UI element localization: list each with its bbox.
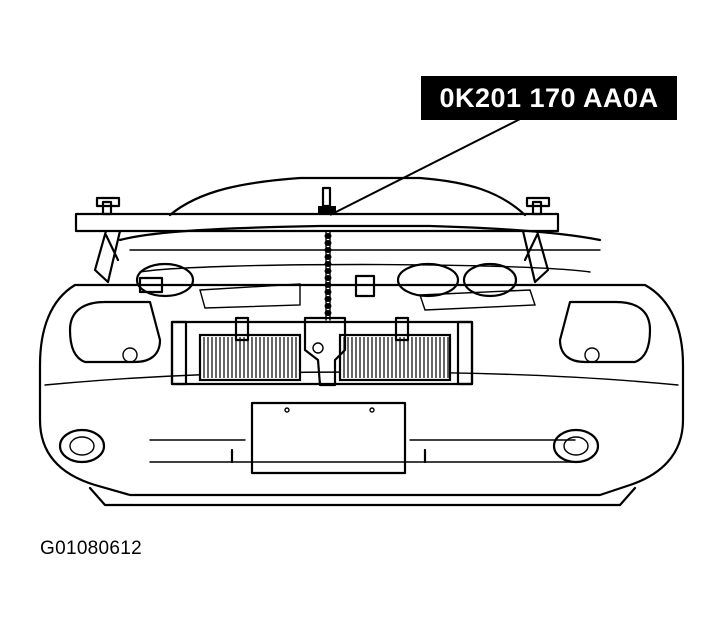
side-post-left	[170, 320, 188, 386]
left-support-leg	[93, 229, 122, 284]
chain-link	[324, 296, 332, 302]
lower-valance	[88, 486, 637, 507]
right-fog-light-inner	[563, 436, 589, 456]
hook-bolt-head	[321, 186, 332, 208]
chain-link	[324, 310, 332, 316]
right-headlight	[558, 300, 652, 364]
hood-latch	[303, 316, 347, 387]
windshield-outline	[168, 176, 527, 217]
radiator-fins	[203, 337, 449, 378]
reservoir-right	[462, 262, 518, 298]
reservoir-cap	[138, 276, 164, 294]
engine-bay-outline	[129, 249, 601, 273]
support-bar	[74, 212, 560, 233]
figure-id: G01080612	[40, 538, 143, 559]
plate-bolt-left	[284, 407, 290, 413]
callout-leader	[329, 113, 531, 216]
chain-link	[324, 275, 332, 281]
chain-link	[324, 240, 332, 246]
chain-link	[324, 282, 332, 288]
left-headlight	[68, 300, 162, 364]
left-headlight-bulb	[122, 347, 138, 363]
plate-mount-clips	[230, 448, 427, 464]
hook-bolt-nut	[318, 206, 336, 214]
right-headlight-bulb	[584, 347, 600, 363]
hood-top-edge	[118, 224, 602, 242]
battery	[354, 274, 376, 298]
chain-link	[324, 261, 332, 267]
chain-link	[324, 247, 332, 253]
air-cleaner	[396, 262, 460, 298]
left-fog-light-inner	[69, 436, 95, 456]
chain-link	[324, 233, 332, 239]
reservoir-left	[135, 262, 195, 298]
radiator-bracket-right	[394, 316, 410, 342]
left-fog-light	[58, 428, 106, 464]
right-knob-cap	[525, 196, 551, 208]
front-bumper	[38, 283, 685, 497]
chain-links	[324, 233, 332, 316]
part-number-text: 0K201 170 AA0A	[439, 82, 659, 113]
engine-cover	[199, 283, 536, 311]
left-knob-stem	[101, 200, 113, 216]
side-post-right	[456, 320, 474, 386]
license-plate	[250, 401, 407, 475]
part-number-label: 0K201 170 AA0A	[421, 76, 677, 120]
right-fog-light	[552, 428, 600, 464]
radiator-bracket-left	[234, 316, 250, 342]
left-knob-cap	[95, 196, 121, 208]
right-support-leg	[521, 229, 550, 284]
chain-link	[324, 289, 332, 295]
right-knob-stem	[531, 200, 543, 216]
chain-link	[324, 268, 332, 274]
chain-link	[324, 254, 332, 260]
radiator-core-left	[198, 333, 302, 382]
lower-grille-line	[149, 439, 576, 463]
plate-bolt-right	[369, 407, 375, 413]
chain-link	[324, 303, 332, 309]
latch-pivot	[312, 342, 324, 354]
